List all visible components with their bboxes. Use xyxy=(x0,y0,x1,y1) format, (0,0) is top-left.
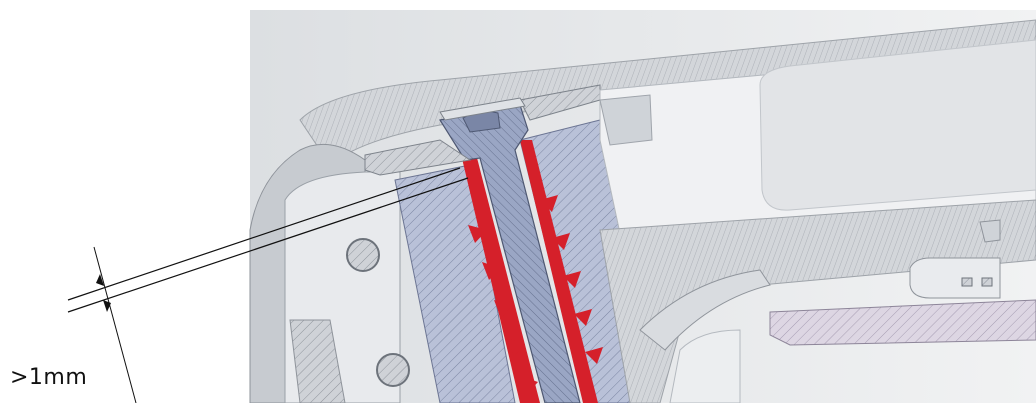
thread-engagement xyxy=(460,140,603,403)
dimension-arrow-top xyxy=(96,274,104,286)
clip-part xyxy=(639,219,1036,403)
dimension-arrow-bottom xyxy=(103,300,111,312)
locating-pin-upper xyxy=(346,238,380,272)
cover-plate xyxy=(364,84,601,176)
dimension-lines xyxy=(67,167,469,403)
dimension-label: >1mm xyxy=(10,365,88,390)
locating-pin-lower xyxy=(376,353,410,387)
